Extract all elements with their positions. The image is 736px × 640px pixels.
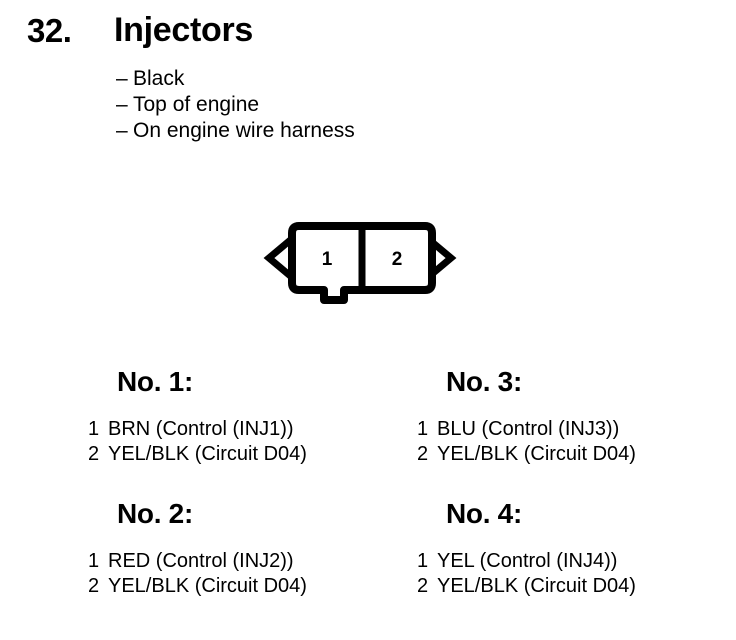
pin-description: YEL/BLK (Circuit D04) <box>437 575 636 597</box>
injector-group-no-4: No. 4: 1 YEL (Control (INJ4)) 2 YEL/BLK … <box>417 500 736 599</box>
pin-row: 1 BRN (Control (INJ1)) <box>88 417 418 442</box>
pin-description: BLU (Control (INJ3)) <box>437 418 620 440</box>
pin-index: 1 <box>88 418 100 440</box>
dash-bullet-icon: – <box>116 67 128 90</box>
pin-table: 1 YEL (Control (INJ4)) 2 YEL/BLK (Circui… <box>417 549 736 599</box>
pin-table: 1 BRN (Control (INJ1)) 2 YEL/BLK (Circui… <box>88 417 418 467</box>
pin-description: RED (Control (INJ2)) <box>108 550 294 572</box>
dash-bullet-icon: – <box>116 119 128 142</box>
group-title: No. 4: <box>446 498 522 529</box>
page-title: Injectors <box>114 11 254 49</box>
pin-row: 1 BLU (Control (INJ3)) <box>417 417 736 442</box>
pin-table: 1 RED (Control (INJ2)) 2 YEL/BLK (Circui… <box>88 549 418 599</box>
pin-table: 1 BLU (Control (INJ3)) 2 YEL/BLK (Circui… <box>417 417 736 467</box>
attribute-item: – Black <box>116 66 616 92</box>
pin-index: 2 <box>88 443 100 465</box>
pin-index: 1 <box>417 550 429 572</box>
injector-group-no-1: No. 1: 1 BRN (Control (INJ1)) 2 YEL/BLK … <box>88 368 418 467</box>
group-title: No. 2: <box>117 498 193 529</box>
pin-description: YEL (Control (INJ4)) <box>437 550 618 572</box>
attribute-item: – Top of engine <box>116 92 616 118</box>
pin-index: 2 <box>417 443 429 465</box>
dash-bullet-icon: – <box>116 93 128 116</box>
section-number: 32. <box>27 12 72 49</box>
attribute-item: – On engine wire harness <box>116 118 616 144</box>
attribute-label: On engine wire harness <box>133 119 355 142</box>
pin-description: YEL/BLK (Circuit D04) <box>437 443 636 465</box>
pin-row: 1 RED (Control (INJ2)) <box>88 549 418 574</box>
pin-row: 2 YEL/BLK (Circuit D04) <box>88 574 418 599</box>
connector-cavity-label-1: 1 <box>322 249 333 270</box>
pin-row: 1 YEL (Control (INJ4)) <box>417 549 736 574</box>
pin-index: 2 <box>88 575 100 597</box>
connector-cavity-label-2: 2 <box>392 249 403 270</box>
attribute-list: – Black – Top of engine – On engine wire… <box>116 66 616 144</box>
injector-group-no-2: No. 2: 1 RED (Control (INJ2)) 2 YEL/BLK … <box>88 500 418 599</box>
pin-description: BRN (Control (INJ1)) <box>108 418 294 440</box>
attribute-label: Black <box>133 67 185 90</box>
injector-group-no-3: No. 3: 1 BLU (Control (INJ3)) 2 YEL/BLK … <box>417 368 736 467</box>
connector-diagram: 1 2 <box>258 212 463 304</box>
attribute-label: Top of engine <box>133 93 260 116</box>
pin-description: YEL/BLK (Circuit D04) <box>108 575 307 597</box>
pin-index: 2 <box>417 575 429 597</box>
pin-row: 2 YEL/BLK (Circuit D04) <box>417 574 736 599</box>
pin-row: 2 YEL/BLK (Circuit D04) <box>88 442 418 467</box>
pin-description: YEL/BLK (Circuit D04) <box>108 443 307 465</box>
pin-row: 2 YEL/BLK (Circuit D04) <box>417 442 736 467</box>
group-title: No. 1: <box>117 366 193 397</box>
pin-index: 1 <box>88 550 100 572</box>
group-title: No. 3: <box>446 366 522 397</box>
pin-index: 1 <box>417 418 429 440</box>
